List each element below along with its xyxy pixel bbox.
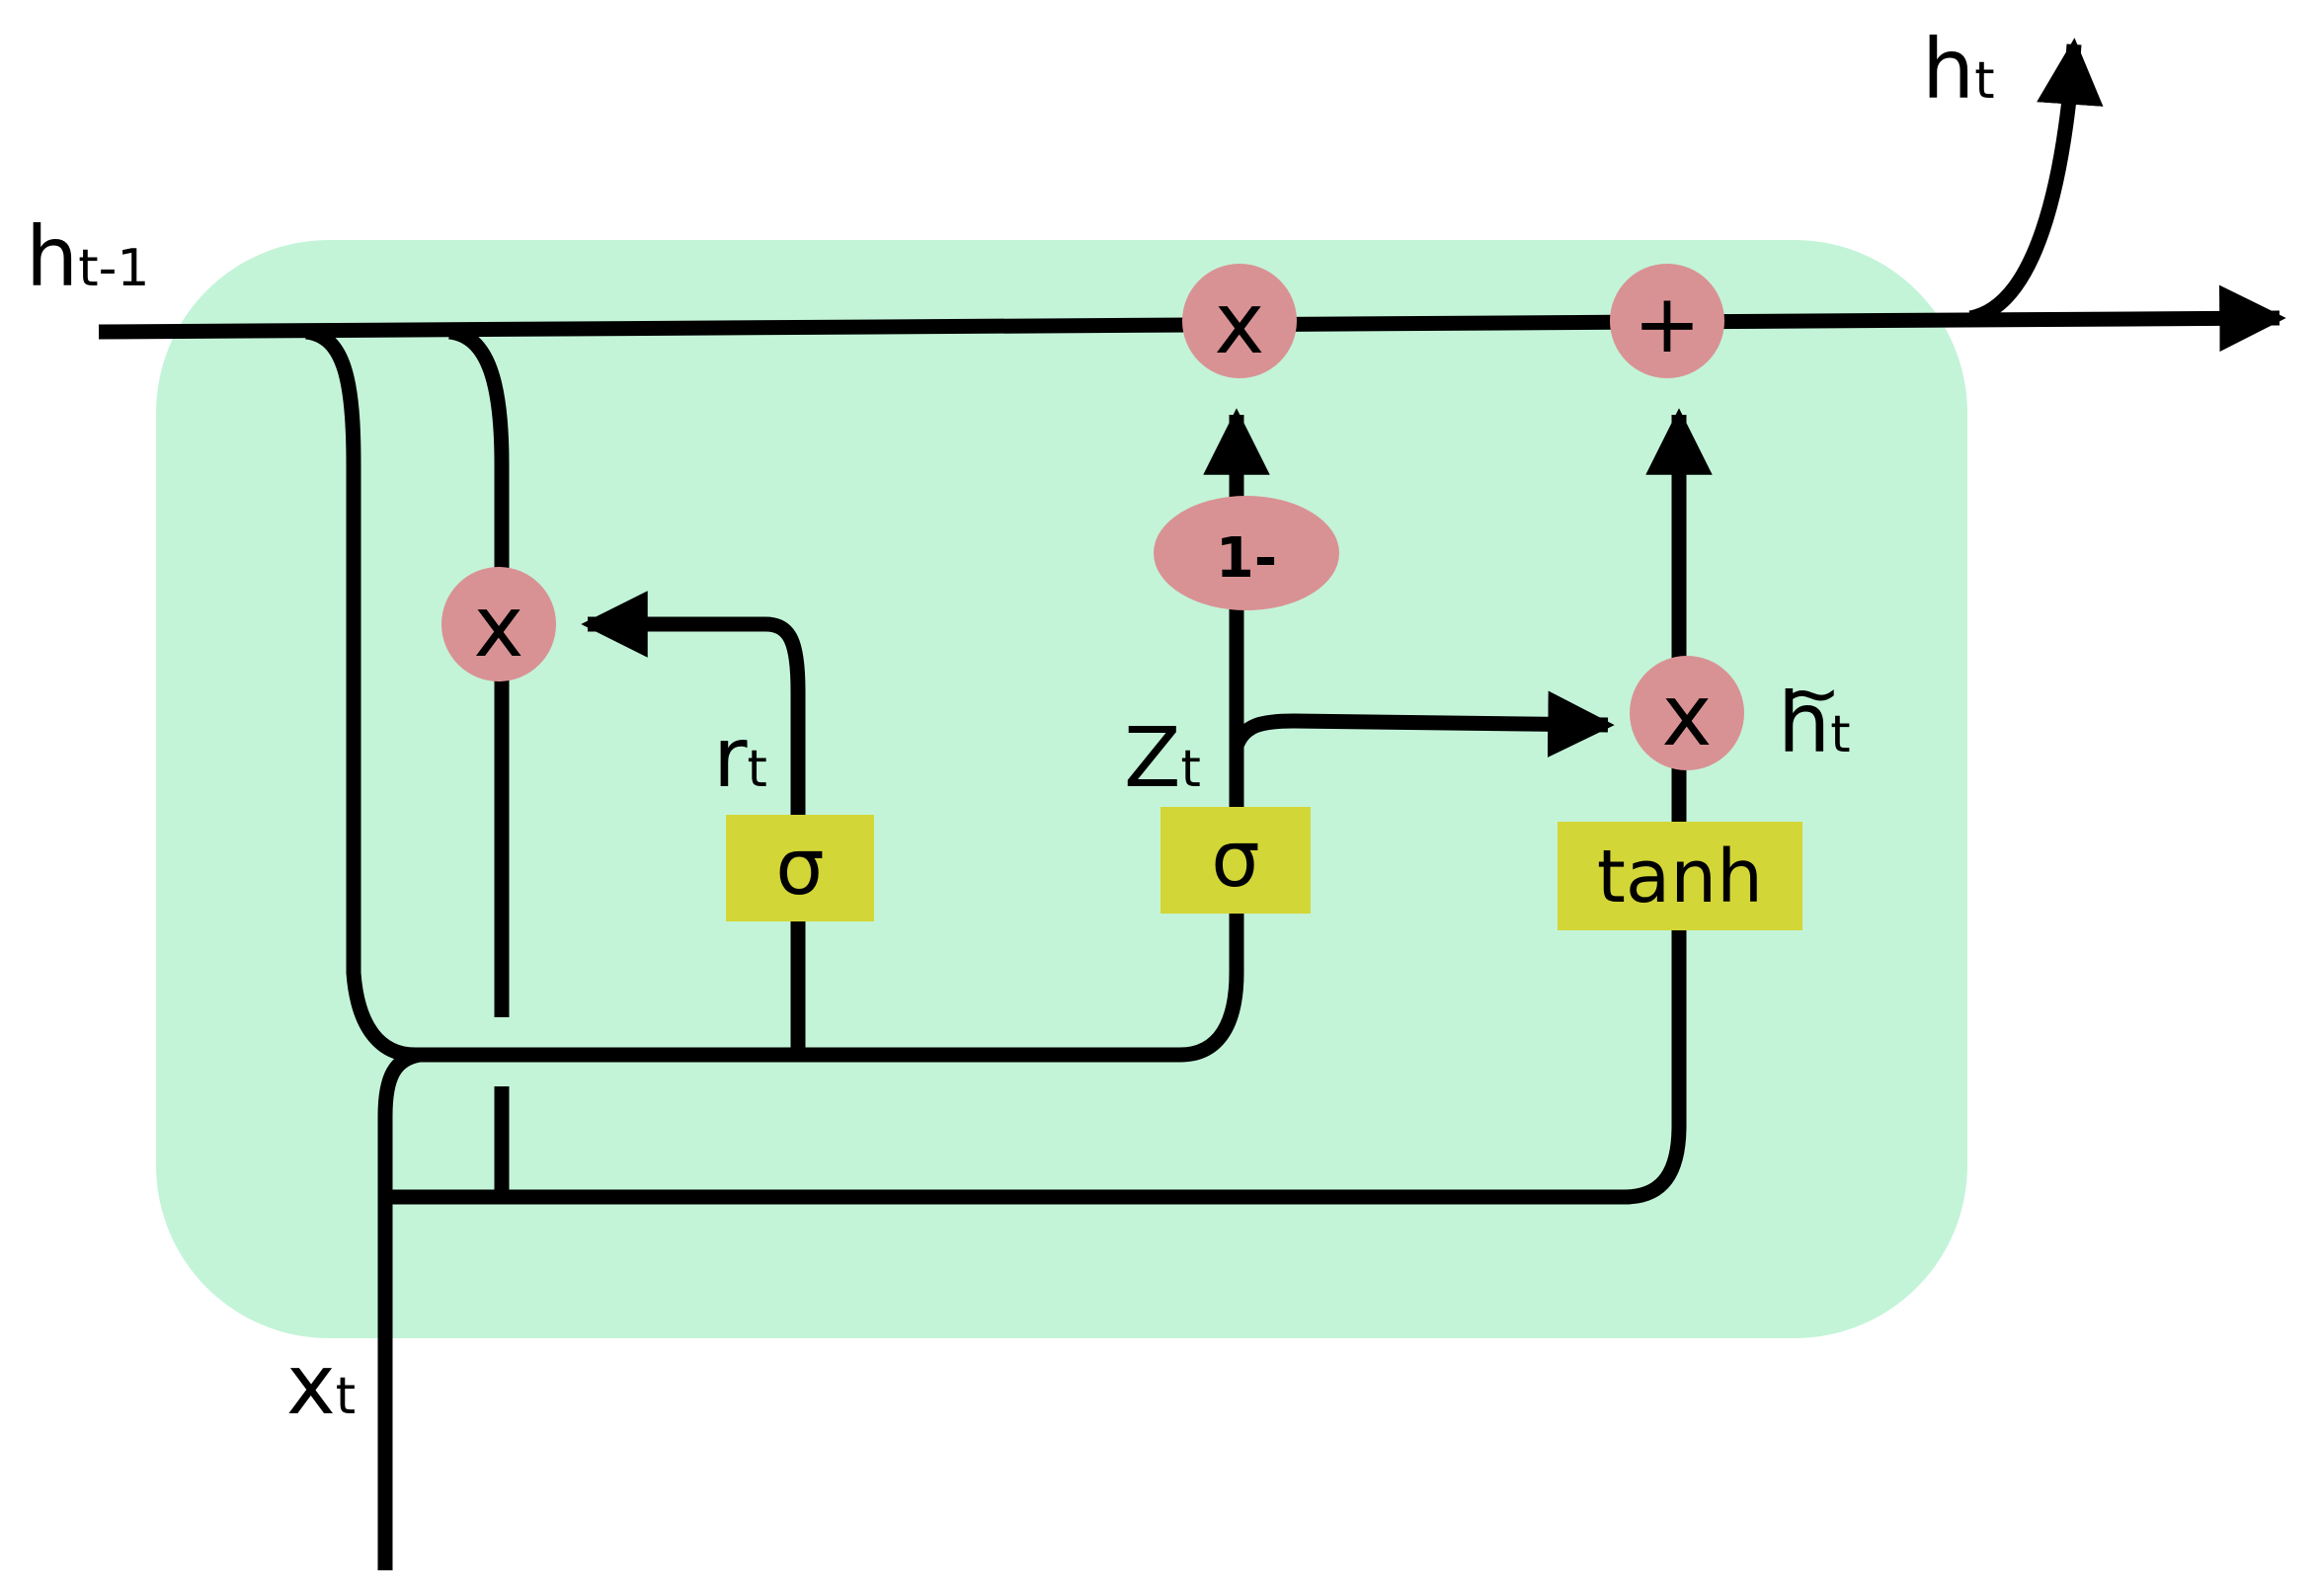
sigma-update-box: σ [1160,807,1311,914]
one-minus-node: 1- [1154,496,1339,610]
add-node: + [1610,264,1724,378]
svg-text:x: x [1662,667,1713,765]
x-input-label: xt [286,1336,357,1433]
x-input-line [377,1047,422,1570]
svg-text:σ: σ [1211,816,1259,905]
h-prev-branch-2 [447,324,510,1017]
update-to-candidate-line [1230,690,1615,758]
top-multiply-node: x [1182,264,1297,378]
svg-text:tanh: tanh [1597,835,1763,919]
x-to-tanh-line [385,918,1687,1205]
candidate-label: ~ ht [1778,652,1851,771]
tanh-box: tanh [1558,822,1802,930]
svg-text:x: x [474,578,524,677]
h-out-label: ht [1922,21,1995,118]
output-branch-line [1968,38,2104,326]
reset-multiply-node: x [441,567,556,681]
sigma-reset-box: σ [726,815,874,921]
svg-text:1-: 1- [1216,526,1277,591]
svg-text:+: + [1634,278,1702,371]
h-prev-label: ht-1 [26,208,150,305]
candidate-multiply-node: x [1630,656,1744,770]
svg-text:x: x [1215,275,1265,373]
h-prev-branch-1 [304,324,1244,1063]
reset-gate-label: rt [713,709,767,806]
reset-gate-line [581,591,806,1055]
svg-text:σ: σ [775,824,824,913]
cell-background [156,240,1967,1338]
update-gate-label: Zt [1124,709,1201,806]
